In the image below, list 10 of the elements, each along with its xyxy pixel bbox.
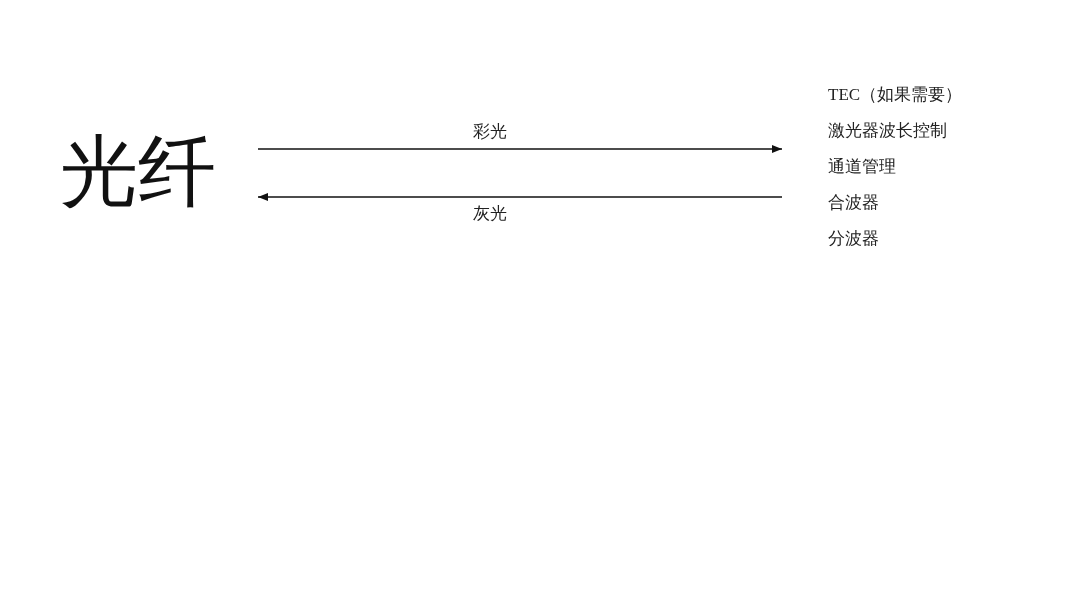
arrow: [257, 193, 783, 201]
list-item-text: 通道管理: [828, 157, 896, 178]
list-item-text: 激光器波长控制: [828, 121, 947, 142]
title-text: 光纤: [60, 132, 216, 210]
arrow: [257, 145, 783, 153]
edge-label: 彩光: [471, 122, 509, 142]
list-item-text: 分波器: [828, 229, 879, 250]
edge-label: 灰光: [471, 204, 509, 224]
list-item-text: 合波器: [828, 193, 879, 214]
list-item-text: TEC（如果需要）: [828, 85, 963, 106]
